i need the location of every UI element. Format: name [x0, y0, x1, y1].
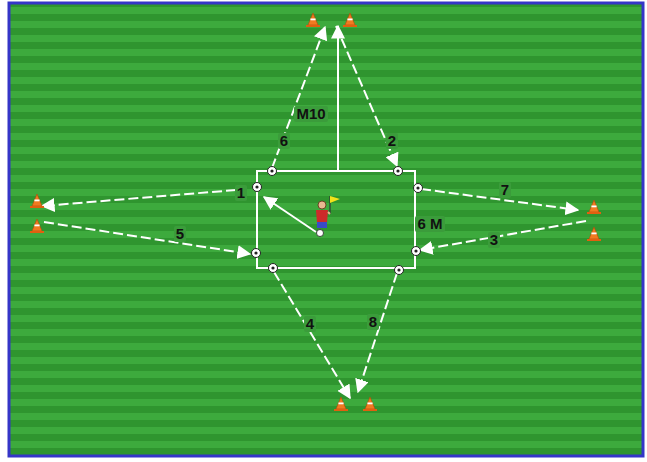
callout-number: 7: [499, 182, 511, 198]
callout-number: 3: [488, 232, 500, 248]
callout-number: 5: [174, 226, 186, 242]
player-figure: [316, 196, 340, 237]
callout-number: 8: [367, 314, 379, 330]
dimension-label: 6 M: [415, 216, 444, 232]
balls: [252, 167, 423, 275]
callout-number: 6: [278, 133, 290, 149]
callout-number: 1: [235, 185, 247, 201]
dimension-label: M10: [294, 106, 327, 122]
callout-number: 4: [304, 316, 316, 332]
grid-square: [257, 171, 415, 268]
callout-number: 2: [386, 133, 398, 149]
grass-pitch: [9, 3, 643, 456]
player-arrow: [264, 197, 316, 232]
cones: [30, 13, 601, 411]
run-line: [337, 26, 339, 171]
pass-lines: [42, 26, 586, 398]
